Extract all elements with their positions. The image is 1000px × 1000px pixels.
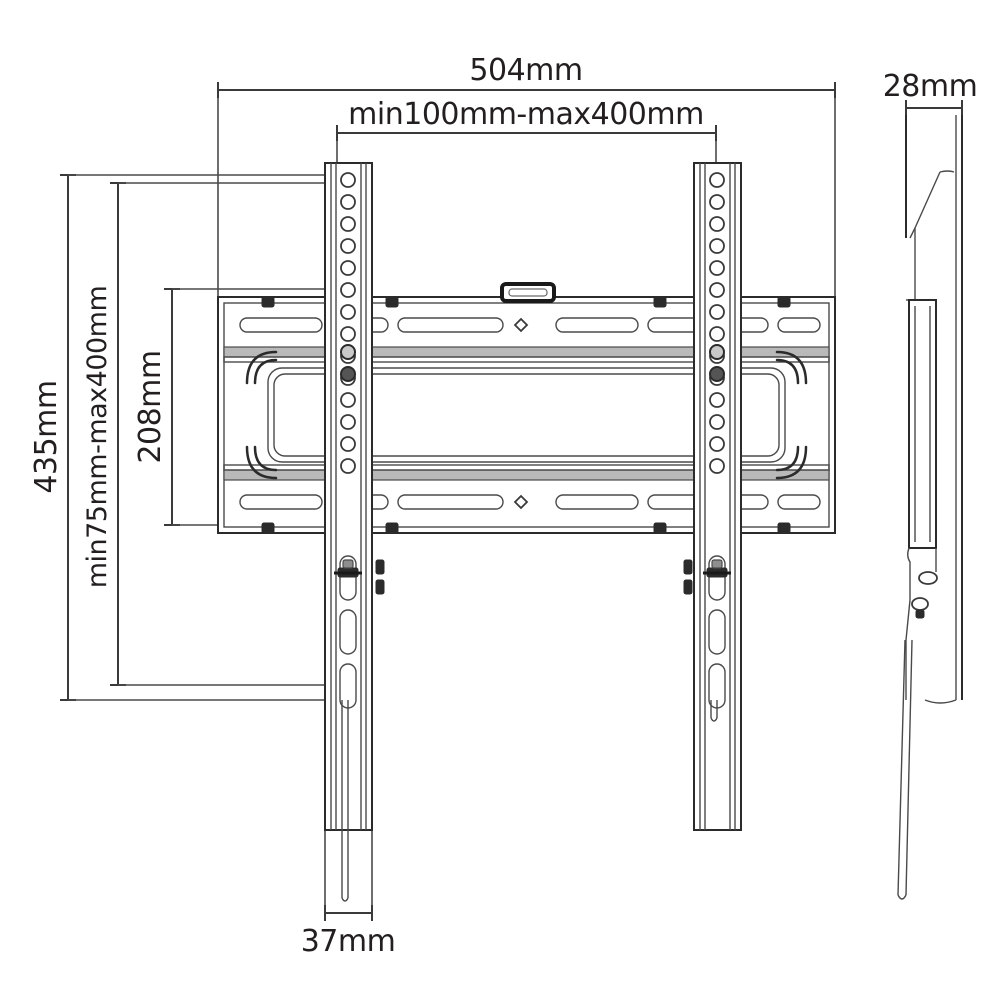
plate-fasteners — [261, 296, 791, 534]
rail-catch-tabs — [375, 559, 693, 595]
left-vertical-rail — [324, 162, 373, 902]
side-view — [897, 115, 963, 900]
plate-height-label: 208mm — [133, 350, 168, 463]
front-view — [217, 162, 836, 902]
overall-width-label: 504mm — [469, 53, 582, 88]
left-rail-adjuster — [334, 559, 362, 578]
right-rail-holes — [709, 172, 725, 474]
right-vertical-rail — [693, 162, 742, 831]
corner-hooks-left — [245, 350, 278, 480]
release-cord-left — [341, 700, 349, 902]
left-rail-holes — [340, 172, 356, 474]
vesa-height-dimension: min75mm-max400mm — [82, 182, 345, 686]
left-rail-slots — [339, 555, 357, 709]
vesa-height-label: min75mm-max400mm — [82, 286, 113, 589]
rail-width-dimension: 37mm — [301, 830, 396, 959]
vesa-width-dimension: min100mm-max400mm — [336, 97, 717, 300]
depth-label: 28mm — [883, 69, 978, 104]
right-rail-adjuster — [703, 559, 731, 578]
rail-width-label: 37mm — [301, 924, 396, 959]
vesa-width-label: min100mm-max400mm — [348, 97, 704, 132]
center-top-tab — [500, 282, 556, 303]
corner-hooks-right — [775, 350, 808, 480]
overall-height-label: 435mm — [29, 380, 64, 493]
overall-height-dimension: 435mm — [29, 174, 340, 701]
overall-width-dimension: 504mm — [217, 53, 836, 300]
side-view-release-cord — [897, 639, 913, 900]
side-view-arm — [908, 299, 937, 549]
release-cord-right — [710, 700, 718, 722]
depth-dimension: 28mm — [883, 69, 978, 200]
right-rail-slots — [708, 555, 726, 709]
